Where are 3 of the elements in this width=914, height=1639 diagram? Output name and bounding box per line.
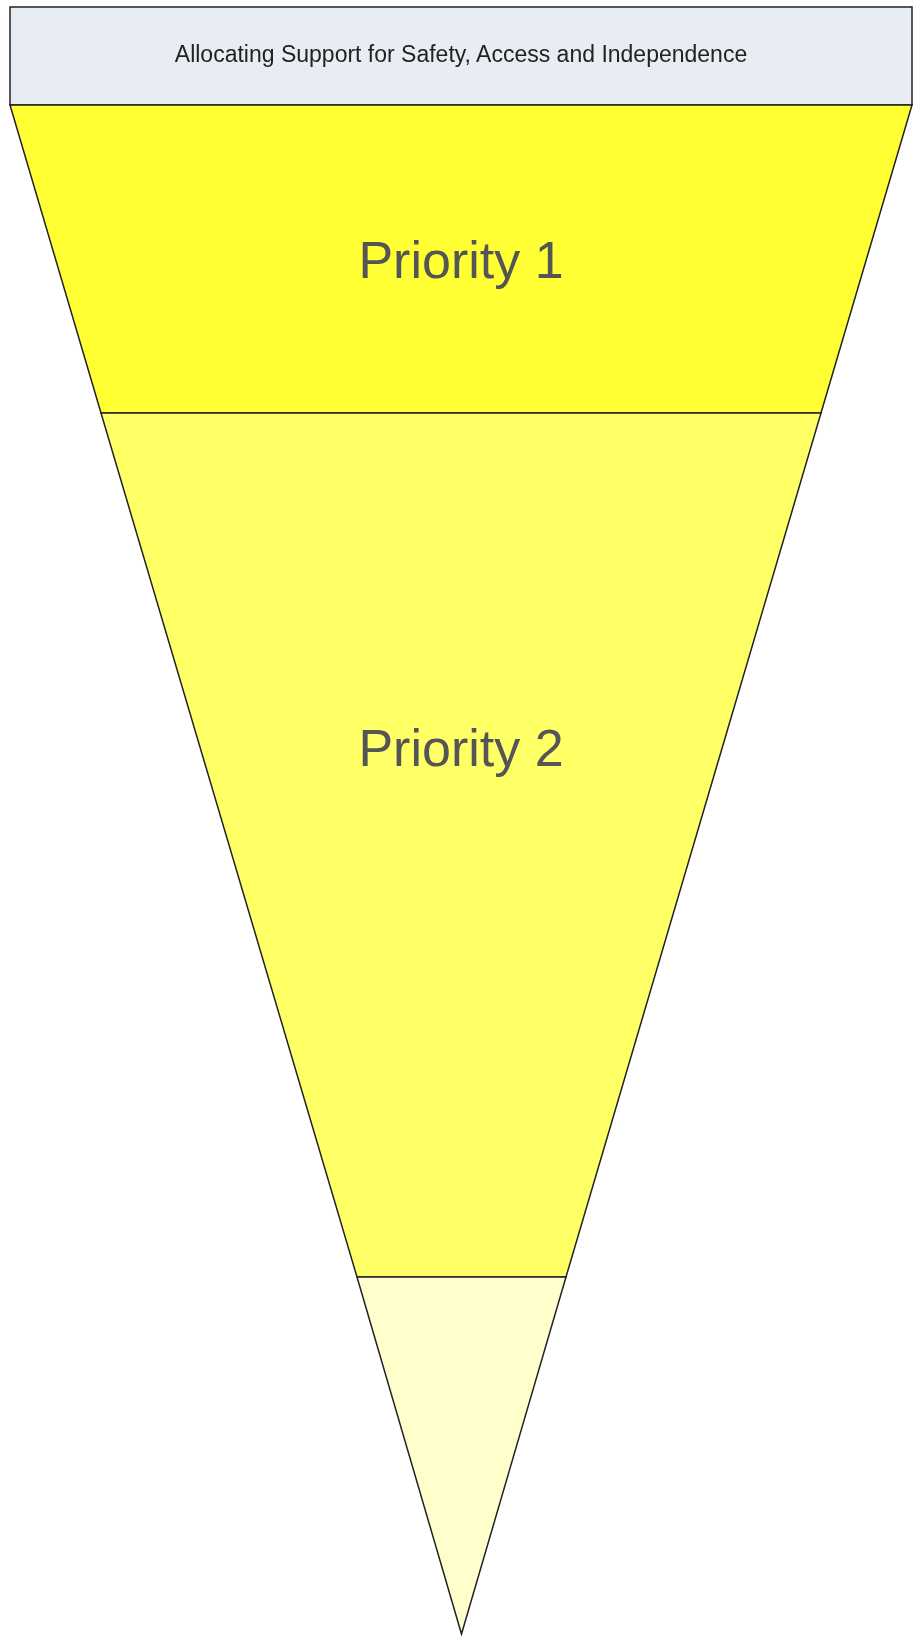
title-text: Allocating Support for Safety, Access and Independence bbox=[173, 41, 749, 68]
band-label: Priority 1 bbox=[357, 230, 565, 290]
band-label: Priority 2 bbox=[357, 718, 565, 778]
